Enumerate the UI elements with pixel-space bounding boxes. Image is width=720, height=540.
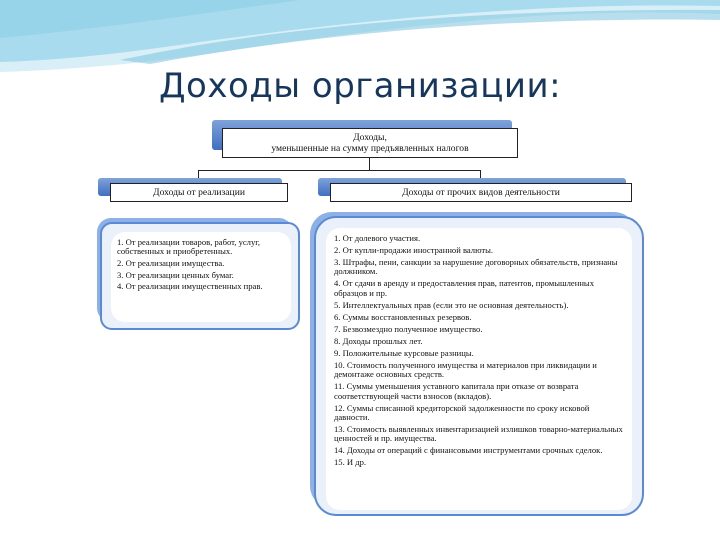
connector-horizontal bbox=[198, 170, 480, 171]
left-income-list: 1. От реализации товаров, работ, услуг, … bbox=[111, 232, 291, 322]
list-item: 10. Стоимость полученного имущества и ма… bbox=[334, 359, 597, 380]
list-item: 13. Стоимость выявленных инвентаризацией… bbox=[334, 424, 623, 444]
connector-vertical-center bbox=[369, 158, 370, 170]
connector-vertical-left bbox=[198, 170, 199, 183]
list-item: 3. Штрафы, пени, санкции за нарушение до… bbox=[334, 257, 618, 277]
top-box: Доходы, уменьшенные на сумму предъявленн… bbox=[222, 128, 518, 158]
list-item: 12. Суммы списанной кредиторской задолже… bbox=[334, 402, 590, 423]
list-item: 9. Положительные курсовые разницы. bbox=[334, 347, 474, 358]
header-swoosh-decoration bbox=[0, 0, 720, 72]
list-item: 14. Доходы от операций с финансовыми инс… bbox=[334, 445, 603, 456]
connector-vertical-right bbox=[480, 170, 481, 183]
list-item: 2. От купли-продажи иностранной валюты. bbox=[334, 245, 494, 255]
list-item: 2. От реализации имущества. bbox=[117, 258, 225, 268]
list-item: 1. От реализации товаров, работ, услуг, … bbox=[117, 237, 260, 257]
list-item: 4. От сдачи в аренду и предоставления пр… bbox=[334, 278, 594, 298]
list-item: 6. Суммы восстановленных резервов. bbox=[334, 311, 472, 322]
list-item: 4. От реализации имущественных прав. bbox=[117, 281, 263, 292]
slide-title: Доходы организации: bbox=[158, 66, 562, 106]
list-item: 3. От реализации ценных бумаг. bbox=[117, 269, 234, 280]
list-item: 5. Интеллектуальных прав (если это не ос… bbox=[334, 299, 569, 310]
list-item: 8. Доходы прошлых лет. bbox=[334, 335, 423, 346]
list-item: 1. От долевого участия. bbox=[334, 233, 421, 243]
list-item: 11. Суммы уменьшения уставного капитала … bbox=[334, 381, 579, 401]
top-box-line1: Доходы, bbox=[353, 132, 387, 143]
list-item: 7. Безвозмездно полученное имущество. bbox=[334, 323, 483, 334]
left-head-box: Доходы от реализации bbox=[110, 183, 288, 202]
list-item: 15. И др. bbox=[334, 457, 367, 468]
right-income-list: 1. От долевого участия. 2. От купли-прода… bbox=[326, 228, 632, 510]
right-head-box: Доходы от прочих видов деятельности bbox=[330, 183, 632, 202]
top-box-line2: уменьшенные на сумму предъявленных налог… bbox=[271, 143, 469, 154]
